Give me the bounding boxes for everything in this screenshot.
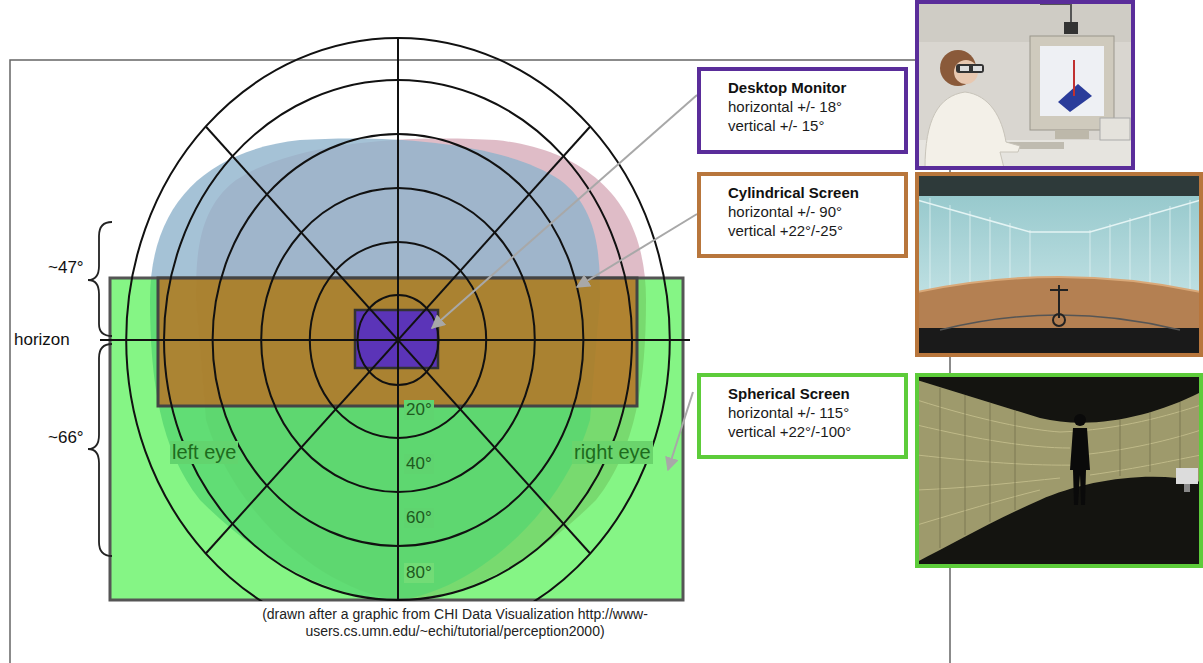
cylindrical-photo bbox=[930, 198, 931, 290]
cylindrical-photo bbox=[1190, 200, 1191, 290]
angle-label: ~47° bbox=[48, 258, 84, 278]
spherical-photo bbox=[1015, 410, 1016, 510]
degree-label: 60° bbox=[404, 508, 434, 528]
spherical-photo bbox=[1070, 428, 1090, 505]
desktop-photo bbox=[1100, 118, 1130, 140]
desktop-photo bbox=[1055, 130, 1089, 139]
spherical-photo bbox=[917, 375, 1201, 566]
page-frame bbox=[10, 60, 950, 663]
spherical-photo bbox=[917, 380, 1201, 562]
desktop-monitor-box: Desktop Monitorhorizontal +/- 18°vertica… bbox=[697, 67, 908, 154]
cylindrical-photo bbox=[1150, 212, 1151, 286]
spherical-photo bbox=[1176, 468, 1198, 484]
cylindrical-photo bbox=[1030, 230, 1031, 280]
spherical-photo bbox=[940, 388, 941, 548]
desktop-photo bbox=[1040, 46, 1104, 116]
spherical-photo bbox=[917, 400, 1201, 525]
leader-arrow bbox=[577, 214, 697, 287]
box-value: vertical +22°/-100° bbox=[728, 422, 851, 441]
cylindrical-photo bbox=[917, 277, 1201, 332]
cylindrical-photo bbox=[917, 174, 1201, 355]
degree-label: 20° bbox=[404, 400, 434, 420]
cylindrical-photo bbox=[917, 200, 1201, 232]
leader-arrow bbox=[432, 95, 697, 470]
polar-grid bbox=[397, 38, 399, 601]
desktop-photo bbox=[960, 66, 969, 71]
cylindrical-screen-box: Cylindrical Screenhorizontal +/- 90°vert… bbox=[697, 172, 908, 258]
spherical-photo bbox=[1184, 484, 1190, 492]
spherical-photo bbox=[917, 375, 1201, 566]
cylindrical-photo bbox=[917, 174, 1201, 355]
cylindrical-photo bbox=[917, 328, 1201, 355]
leader-arrow bbox=[432, 95, 697, 328]
cylindrical-photo bbox=[917, 174, 1201, 355]
angle-label: ~66° bbox=[48, 428, 84, 448]
spherical-photo bbox=[1150, 412, 1151, 472]
spherical-photo bbox=[1080, 430, 1201, 455]
spherical-photo bbox=[1120, 420, 1121, 476]
cylindrical-photo bbox=[1050, 289, 1068, 291]
polar-grid bbox=[206, 127, 590, 554]
box-value: vertical +22°/-25° bbox=[728, 221, 843, 240]
desktop-photo bbox=[917, 2, 1133, 168]
desktop-photo bbox=[917, 2, 1133, 168]
polar-grid bbox=[126, 38, 670, 601]
cylindrical-photo bbox=[1053, 314, 1065, 326]
horizon-label: horizon bbox=[14, 330, 70, 350]
spherical-photo bbox=[917, 375, 1201, 566]
spherical-photo bbox=[1180, 402, 1181, 478]
spherical-photo bbox=[917, 455, 1080, 465]
cylindrical-photo bbox=[1130, 218, 1131, 284]
box-value: horizontal +/- 18° bbox=[728, 97, 842, 116]
eye-label: left eye bbox=[170, 441, 238, 464]
bracket bbox=[88, 344, 112, 556]
spherical-photo bbox=[1074, 414, 1086, 426]
polar-grid bbox=[100, 339, 690, 341]
cylindrical-photo bbox=[970, 211, 971, 286]
box-value: horizontal +/- 90° bbox=[728, 202, 842, 221]
desktop-photo bbox=[1030, 36, 1114, 130]
spherical-photo bbox=[917, 400, 1060, 432]
box-value: vertical +/- 15° bbox=[728, 116, 824, 135]
desktop-photo bbox=[917, 2, 1133, 168]
desktop-photo bbox=[973, 66, 982, 71]
cylindrical-photo bbox=[1050, 285, 1068, 326]
cylindrical-photo bbox=[1090, 230, 1091, 280]
cylindrical-photo bbox=[1110, 224, 1111, 282]
source-caption: (drawn after a graphic from CHI Data Vis… bbox=[225, 606, 685, 640]
box-heading: Cylindrical Screen bbox=[728, 183, 859, 202]
desktop-photo bbox=[1073, 60, 1075, 96]
eye-label: right eye bbox=[572, 441, 653, 464]
polar-grid bbox=[206, 127, 590, 554]
desktop-photo bbox=[956, 64, 984, 73]
cylindrical-photo bbox=[917, 174, 1201, 355]
box-heading: Desktop Monitor bbox=[728, 78, 846, 97]
cylindrical-photo bbox=[950, 205, 951, 288]
cylindrical-photo bbox=[917, 277, 1201, 292]
box-heading: Spherical Screen bbox=[728, 384, 850, 403]
spherical-photo bbox=[917, 478, 1060, 490]
desktop-photo bbox=[925, 92, 1020, 168]
spherical-screen-area bbox=[110, 278, 683, 600]
leader-arrow bbox=[668, 392, 693, 470]
cylindrical-photo bbox=[1010, 223, 1011, 282]
spherical-screen-box: Spherical Screenhorizontal +/- 115°verti… bbox=[697, 373, 908, 459]
spherical-photo bbox=[940, 388, 1180, 548]
degree-label: 80° bbox=[404, 563, 434, 583]
box-value: horizontal +/- 115° bbox=[728, 403, 849, 422]
spherical-photo bbox=[917, 375, 1201, 566]
desktop-photo bbox=[1064, 22, 1078, 34]
cylindrical-photo bbox=[990, 217, 991, 284]
bracket bbox=[88, 222, 112, 556]
degree-label: 40° bbox=[404, 454, 434, 474]
spherical-photo bbox=[965, 395, 966, 535]
cylindrical-photo bbox=[917, 174, 1201, 196]
bracket bbox=[88, 222, 112, 336]
spherical-photo bbox=[990, 403, 991, 522]
polar-grid bbox=[100, 38, 690, 601]
desktop-photo bbox=[917, 2, 1133, 168]
cylindrical-photo bbox=[1170, 206, 1171, 288]
spherical-photo bbox=[917, 490, 1040, 525]
